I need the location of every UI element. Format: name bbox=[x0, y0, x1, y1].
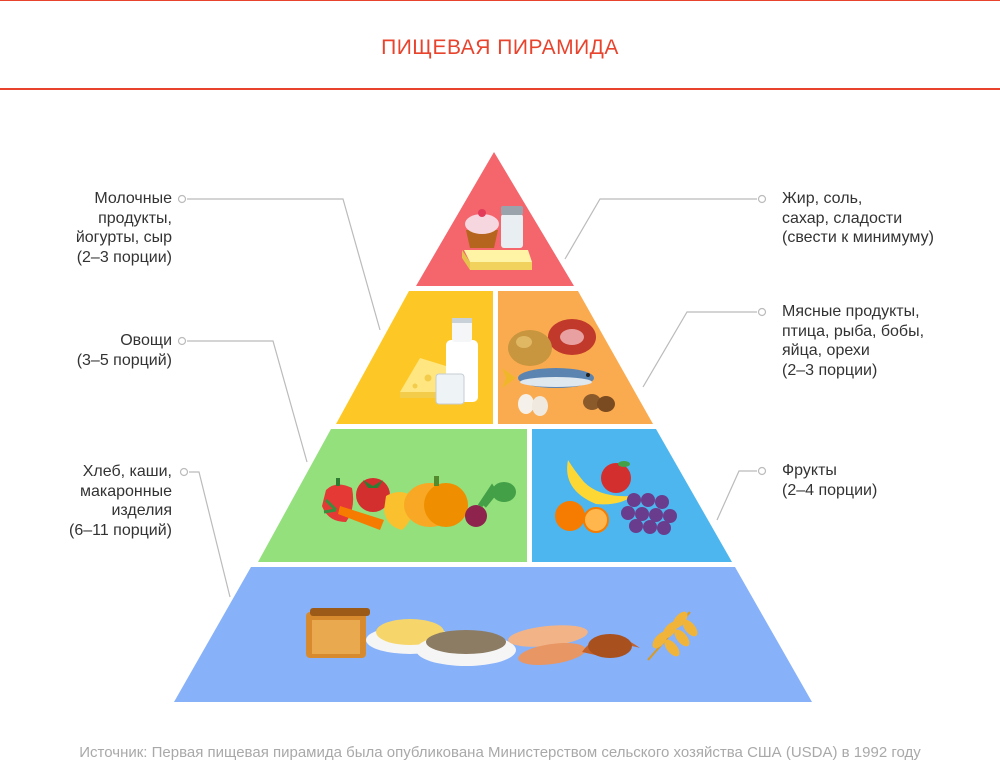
tomato-icon bbox=[356, 478, 390, 512]
label-fruits: Фрукты (2–4 порции) bbox=[782, 462, 878, 499]
leader-line-grains bbox=[189, 471, 231, 598]
label-grains: Хлеб, каши, макаронные изделия (6–11 пор… bbox=[68, 463, 172, 539]
ham-icon bbox=[548, 319, 596, 355]
page-title: ПИЩЕВАЯ ПИРАМИДА bbox=[381, 36, 619, 59]
apple-icon bbox=[601, 461, 631, 493]
grapes-icon bbox=[621, 493, 677, 535]
title-rule bbox=[0, 88, 1000, 90]
cupcake-icon bbox=[465, 209, 499, 248]
label-dairy: Молочные продукты, йогурты, сыр (2–3 пор… bbox=[75, 190, 172, 266]
leader-dots bbox=[177, 194, 767, 477]
leader-line-fruits bbox=[716, 470, 757, 521]
leader-line-dairy bbox=[187, 198, 381, 331]
orange-icon bbox=[555, 501, 609, 533]
leader-lines bbox=[187, 198, 757, 598]
eggs-icon bbox=[518, 394, 548, 416]
pasta-bowl-icon bbox=[366, 619, 454, 654]
pumpkin-icon bbox=[404, 476, 468, 527]
wheat-icon bbox=[647, 611, 698, 661]
milk-glass-icon bbox=[435, 373, 465, 405]
leader-line-meat bbox=[642, 311, 757, 388]
label-vegetables: Овощи (3–5 порций) bbox=[76, 332, 172, 369]
source-note: Источник: Первая пищевая пирамида была о… bbox=[79, 744, 921, 761]
baguette-icon bbox=[508, 625, 588, 665]
chicken-icon bbox=[508, 330, 552, 366]
leader-line-fats bbox=[564, 198, 757, 260]
label-meat: Мясные продукты, птица, рыба, бобы, яйца… bbox=[782, 303, 925, 379]
beet-icon bbox=[465, 482, 516, 527]
cheese-icon bbox=[400, 358, 446, 398]
fish-icon bbox=[502, 368, 594, 388]
croissant-icon bbox=[582, 634, 640, 658]
grain-bowl-icon bbox=[416, 630, 516, 666]
banana-icon bbox=[567, 460, 632, 505]
butter-icon bbox=[462, 250, 532, 270]
nuts-icon bbox=[583, 394, 615, 412]
salt-shaker-icon bbox=[501, 206, 523, 248]
bread-icon bbox=[306, 608, 370, 658]
tier-meat bbox=[498, 291, 653, 424]
top-rule bbox=[0, 0, 1000, 1]
carrot-icon bbox=[323, 498, 384, 530]
leader-line-vegetables bbox=[187, 340, 308, 463]
label-fats: Жир, соль, сахар, сладости (свести к мин… bbox=[782, 190, 934, 246]
